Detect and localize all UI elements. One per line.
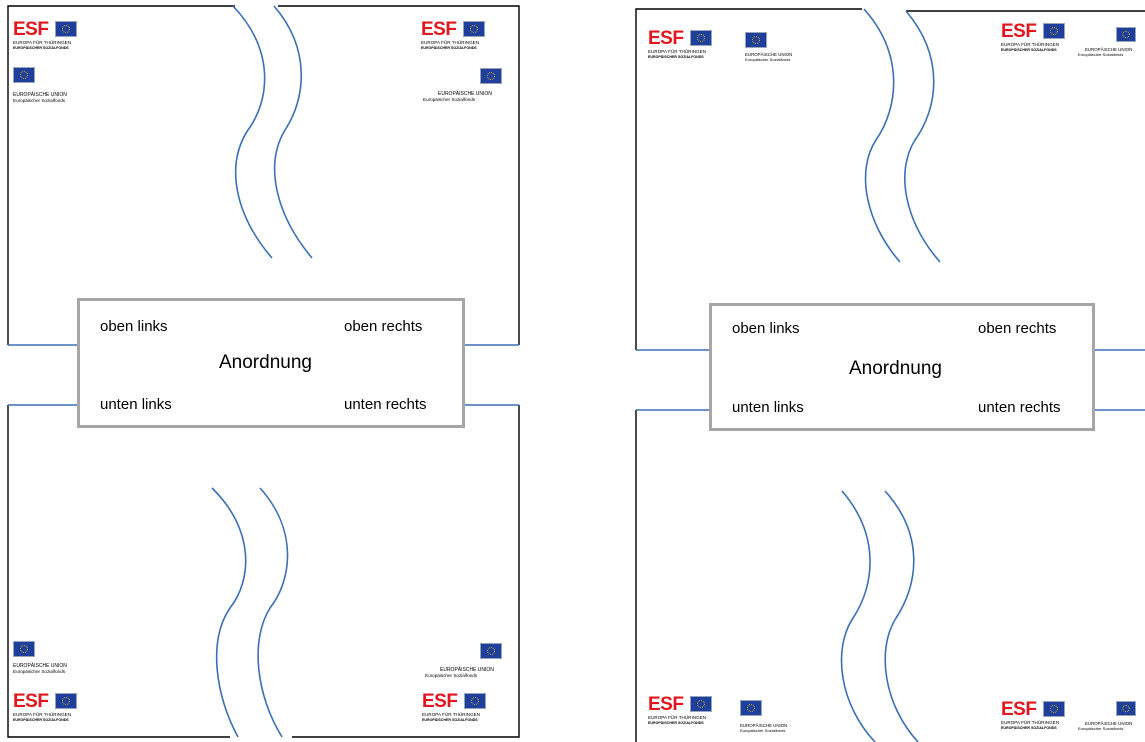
eu-logo: EUROPÄISCHE UNION Europäischer Sozialfon… — [13, 67, 103, 107]
esf-wordmark: ESF — [1001, 21, 1037, 42]
eu-fund-text: Europäischer Sozialfonds — [13, 98, 66, 103]
eu-flag-icon — [1043, 23, 1065, 39]
eu-union-text: EUROPÄISCHE UNION — [740, 723, 788, 728]
esf-subtitle: EUROPA FÜR THÜRINGEN — [1001, 42, 1060, 47]
esf-wordmark: ESF — [421, 19, 457, 40]
eu-union-text: EUROPÄISCHE UNION — [745, 52, 793, 57]
label-bottom-right: unten rechts — [344, 396, 427, 413]
esf-logo: ESF EUROPA FÜR THÜRINGEN EUROPÄISCHER SO… — [13, 691, 105, 723]
esf-wordmark: ESF — [13, 691, 49, 712]
esf-logo: ESF EUROPA FÜR THÜRINGEN EUROPÄISCHER SO… — [648, 28, 740, 60]
eu-flag-icon — [690, 696, 712, 712]
eu-union-text: EUROPÄISCHE UNION — [1085, 721, 1133, 726]
eu-flag-icon — [740, 700, 762, 716]
eu-flag-icon — [464, 693, 486, 709]
esf-subtitle-2: EUROPÄISCHER SOZIALFONDS — [1001, 725, 1057, 730]
eu-union-text: EUROPÄISCHE UNION — [1085, 47, 1133, 52]
label-top-left: oben links — [732, 320, 800, 337]
esf-subtitle: EUROPA FÜR THÜRINGEN — [1001, 720, 1060, 725]
esf-subtitle: EUROPA FÜR THÜRINGEN — [13, 40, 72, 45]
esf-wordmark: ESF — [422, 691, 458, 712]
esf-subtitle-2: EUROPÄISCHER SOZIALFONDS — [648, 54, 704, 59]
eu-logo: EUROPÄISCHE UNION Europäischer Sozialfon… — [745, 32, 835, 72]
esf-subtitle-2: EUROPÄISCHER SOZIALFONDS — [1001, 47, 1057, 52]
esf-logo: ESF EUROPA FÜR THÜRINGEN EUROPÄISCHER SO… — [421, 19, 513, 51]
eu-logo: EUROPÄISCHE UNION Europäischer Sozialfon… — [740, 700, 830, 740]
eu-flag-icon — [13, 67, 35, 83]
eu-flag-icon — [480, 68, 502, 84]
eu-flag-icon — [480, 643, 502, 659]
label-bottom-right: unten rechts — [978, 399, 1061, 416]
esf-subtitle: EUROPA FÜR THÜRINGEN — [422, 712, 481, 717]
label-center: Anordnung — [219, 352, 312, 373]
eu-flag-icon — [690, 30, 712, 46]
eu-flag-icon — [55, 21, 77, 37]
esf-subtitle-2: EUROPÄISCHER SOZIALFONDS — [13, 717, 69, 722]
esf-logo: ESF EUROPA FÜR THÜRINGEN EUROPÄISCHER SO… — [1001, 21, 1093, 53]
eu-fund-text: Europäischer Sozialfonds — [1078, 52, 1124, 57]
esf-subtitle-2: EUROPÄISCHER SOZIALFONDS — [421, 45, 477, 50]
eu-union-text: EUROPÄISCHE UNION — [13, 663, 67, 669]
label-bottom-left: unten links — [100, 396, 172, 413]
wave-lines — [8, 5, 1145, 742]
arrangement-box: oben links oben rechts Anordnung unten l… — [709, 303, 1095, 431]
eu-logo: EUROPÄISCHE UNION Europäischer Sozialfon… — [424, 643, 514, 683]
eu-flag-icon — [1116, 27, 1136, 42]
esf-wordmark: ESF — [1001, 699, 1037, 720]
eu-union-text: EUROPÄISCHE UNION — [438, 91, 492, 97]
esf-logo: ESF EUROPA FÜR THÜRINGEN EUROPÄISCHER SO… — [13, 19, 105, 51]
eu-flag-icon — [55, 693, 77, 709]
esf-subtitle-2: EUROPÄISCHER SOZIALFONDS — [422, 717, 478, 722]
esf-logo: ESF EUROPA FÜR THÜRINGEN EUROPÄISCHER SO… — [648, 694, 740, 726]
panel-borders — [7, 5, 1145, 742]
eu-flag-icon — [1043, 701, 1065, 717]
label-top-right: oben rechts — [978, 320, 1057, 337]
esf-subtitle-2: EUROPÄISCHER SOZIALFONDS — [13, 45, 69, 50]
eu-logo: EUROPÄISCHE UNION Europäischer Sozialfon… — [1078, 27, 1144, 67]
eu-fund-text: Europäischer Sozialfonds — [1078, 726, 1124, 731]
eu-fund-text: Europäischer Sozialfonds — [13, 669, 66, 674]
eu-union-text: EUROPÄISCHE UNION — [13, 92, 67, 98]
esf-subtitle: EUROPA FÜR THÜRINGEN — [13, 712, 72, 717]
esf-wordmark: ESF — [648, 28, 684, 49]
esf-subtitle: EUROPA FÜR THÜRINGEN — [421, 40, 480, 45]
esf-wordmark: ESF — [13, 19, 49, 40]
eu-flag-icon — [745, 32, 767, 48]
esf-subtitle-2: EUROPÄISCHER SOZIALFONDS — [648, 720, 704, 725]
esf-logo: ESF EUROPA FÜR THÜRINGEN EUROPÄISCHER SO… — [1001, 699, 1093, 731]
eu-flag-icon — [463, 21, 485, 37]
eu-logo: EUROPÄISCHE UNION Europäischer Sozialfon… — [13, 641, 103, 681]
esf-logo: ESF EUROPA FÜR THÜRINGEN EUROPÄISCHER SO… — [422, 691, 514, 723]
eu-union-text: EUROPÄISCHE UNION — [440, 667, 494, 673]
eu-logo: EUROPÄISCHE UNION Europäischer Sozialfon… — [1078, 701, 1144, 741]
esf-subtitle: EUROPA FÜR THÜRINGEN — [648, 49, 707, 54]
arrangement-box: oben links oben rechts Anordnung unten l… — [77, 298, 465, 428]
eu-flag-icon — [1116, 701, 1136, 716]
esf-wordmark: ESF — [648, 694, 684, 715]
eu-fund-text: Europäischer Sozialfonds — [745, 57, 791, 62]
label-top-left: oben links — [100, 318, 168, 335]
eu-fund-text: Europäischer Sozialfonds — [740, 728, 786, 733]
eu-fund-text: Europäischer Sozialfonds — [425, 673, 478, 678]
esf-subtitle: EUROPA FÜR THÜRINGEN — [648, 715, 707, 720]
eu-flag-icon — [13, 641, 35, 657]
label-top-right: oben rechts — [344, 318, 423, 335]
label-center: Anordnung — [849, 358, 942, 379]
label-bottom-left: unten links — [732, 399, 804, 416]
eu-logo: EUROPÄISCHE UNION Europäischer Sozialfon… — [423, 68, 513, 108]
eu-fund-text: Europäischer Sozialfonds — [423, 97, 476, 102]
